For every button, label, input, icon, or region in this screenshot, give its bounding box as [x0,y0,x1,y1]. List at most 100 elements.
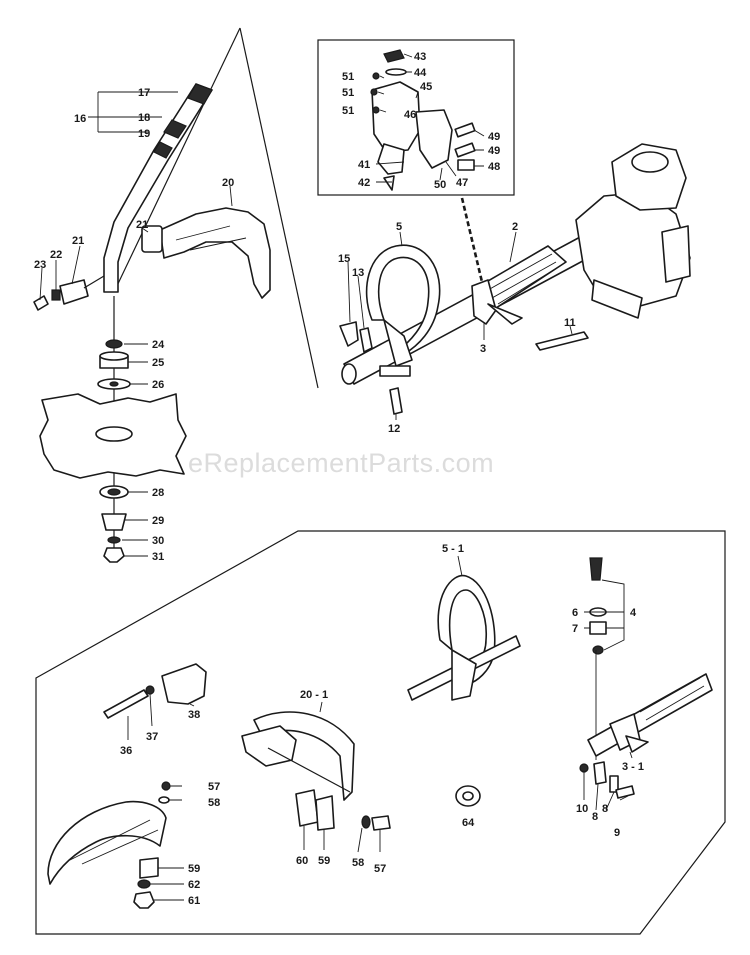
callout-11: 11 [564,317,576,329]
callout-5-1: 5 - 1 [442,543,464,555]
shaft-clamp-21 [59,279,89,305]
guard-edge [267,747,351,793]
callout-28: 28 [152,487,164,499]
callout-48: 48 [488,161,500,173]
shaft-assembly [33,83,271,563]
callout-9: 9 [614,827,620,839]
throttle-lever-3-1 [625,735,649,753]
shaft-detail-line [239,27,319,389]
callout-43: 43 [414,51,426,63]
shaft-collar-18 [163,119,187,139]
screw-51a [372,72,380,80]
main-assembly [339,143,691,415]
carburetor-inset [370,49,485,191]
clamp-leader [83,275,105,289]
callout-38: 38 [188,709,200,721]
part-42 [383,175,395,191]
part-11 [535,331,589,351]
guard-clamp-21 [141,225,163,253]
callout-23: 23 [34,259,46,271]
shaft-grip-17 [187,83,213,105]
callout-20-1: 20 - 1 [300,689,328,701]
shaft-end [341,363,357,385]
guard-ribs [175,225,247,251]
callout-15: 15 [338,253,350,265]
washer-26-hole [109,381,119,387]
callout-8a: 8 [592,811,598,823]
callout-8b: 8 [602,803,608,815]
callout-57b: 57 [208,781,220,793]
holder-25-top [99,351,129,361]
fuel-cap [631,151,669,173]
callout-42: 42 [358,177,370,189]
spacer-64-hole [462,791,474,801]
callout-29: 29 [152,515,164,527]
screw-49a [454,122,476,138]
plate-59-lower [139,857,159,879]
callout-59b: 59 [188,863,200,875]
shaft-collar-19 [153,141,173,159]
callout-20: 20 [222,177,234,189]
callout-30: 30 [152,535,164,547]
callout-62: 62 [188,879,200,891]
washer-58 [361,815,371,829]
callout-19: 19 [138,128,150,140]
washer-58-lower [158,796,170,804]
engine-mount [591,279,643,319]
callout-51c: 51 [342,105,354,117]
callout-49b: 49 [488,145,500,157]
guard-lower-ribs [69,819,159,865]
screw-9 [615,785,635,799]
bolt-12 [389,387,403,415]
bolt-23 [33,295,49,311]
callout-37: 37 [146,731,158,743]
callout-64: 64 [462,817,475,829]
callout-3-1: 3 - 1 [622,761,644,773]
washer-28-hole [107,488,121,496]
screw-51c [372,106,380,114]
throttle-cable-4 [589,557,603,581]
callout-58b: 58 [208,797,220,809]
throttle-grip-3-1 [587,673,713,757]
knob-43 [383,49,405,63]
callout-22: 22 [50,249,62,261]
callout-50: 50 [434,179,446,191]
washer-24 [105,339,123,349]
screw-57-lower [161,781,171,791]
callout-59a: 59 [318,855,330,867]
drive-shaft-tube [103,83,213,293]
clamp-38 [161,663,207,705]
inset-leader [460,197,484,283]
callout-21a: 21 [136,219,148,231]
cover-29 [101,513,127,531]
callout-60: 60 [296,855,308,867]
callout-7: 7 [572,623,578,635]
callout-61: 61 [188,895,200,907]
blade-hub [95,426,133,442]
callout-49a: 49 [488,131,500,143]
callout-25: 25 [152,357,164,369]
grip-3-1-ridges [639,677,705,721]
callout-51b: 51 [342,87,354,99]
carburetor-inset-frame [317,39,515,196]
washer-30 [107,536,121,544]
callout-41: 41 [358,159,370,171]
nut-7 [589,621,607,635]
guard-mount-20-1 [241,725,297,767]
handle-clamp [383,319,413,367]
grip-ridges [487,253,561,305]
washer-62 [137,879,151,889]
plate-59 [315,795,335,831]
callout-44: 44 [414,67,427,79]
washer-22 [51,289,61,301]
screw-51b [370,88,378,96]
callout-4: 4 [630,607,637,619]
nut-10 [579,763,589,773]
callout-31: 31 [152,551,164,563]
bolt-57 [371,815,391,831]
callout-5: 5 [396,221,402,233]
main-leaders [39,185,573,420]
callout-45: 45 [420,81,432,93]
callout-51a: 51 [342,71,354,83]
